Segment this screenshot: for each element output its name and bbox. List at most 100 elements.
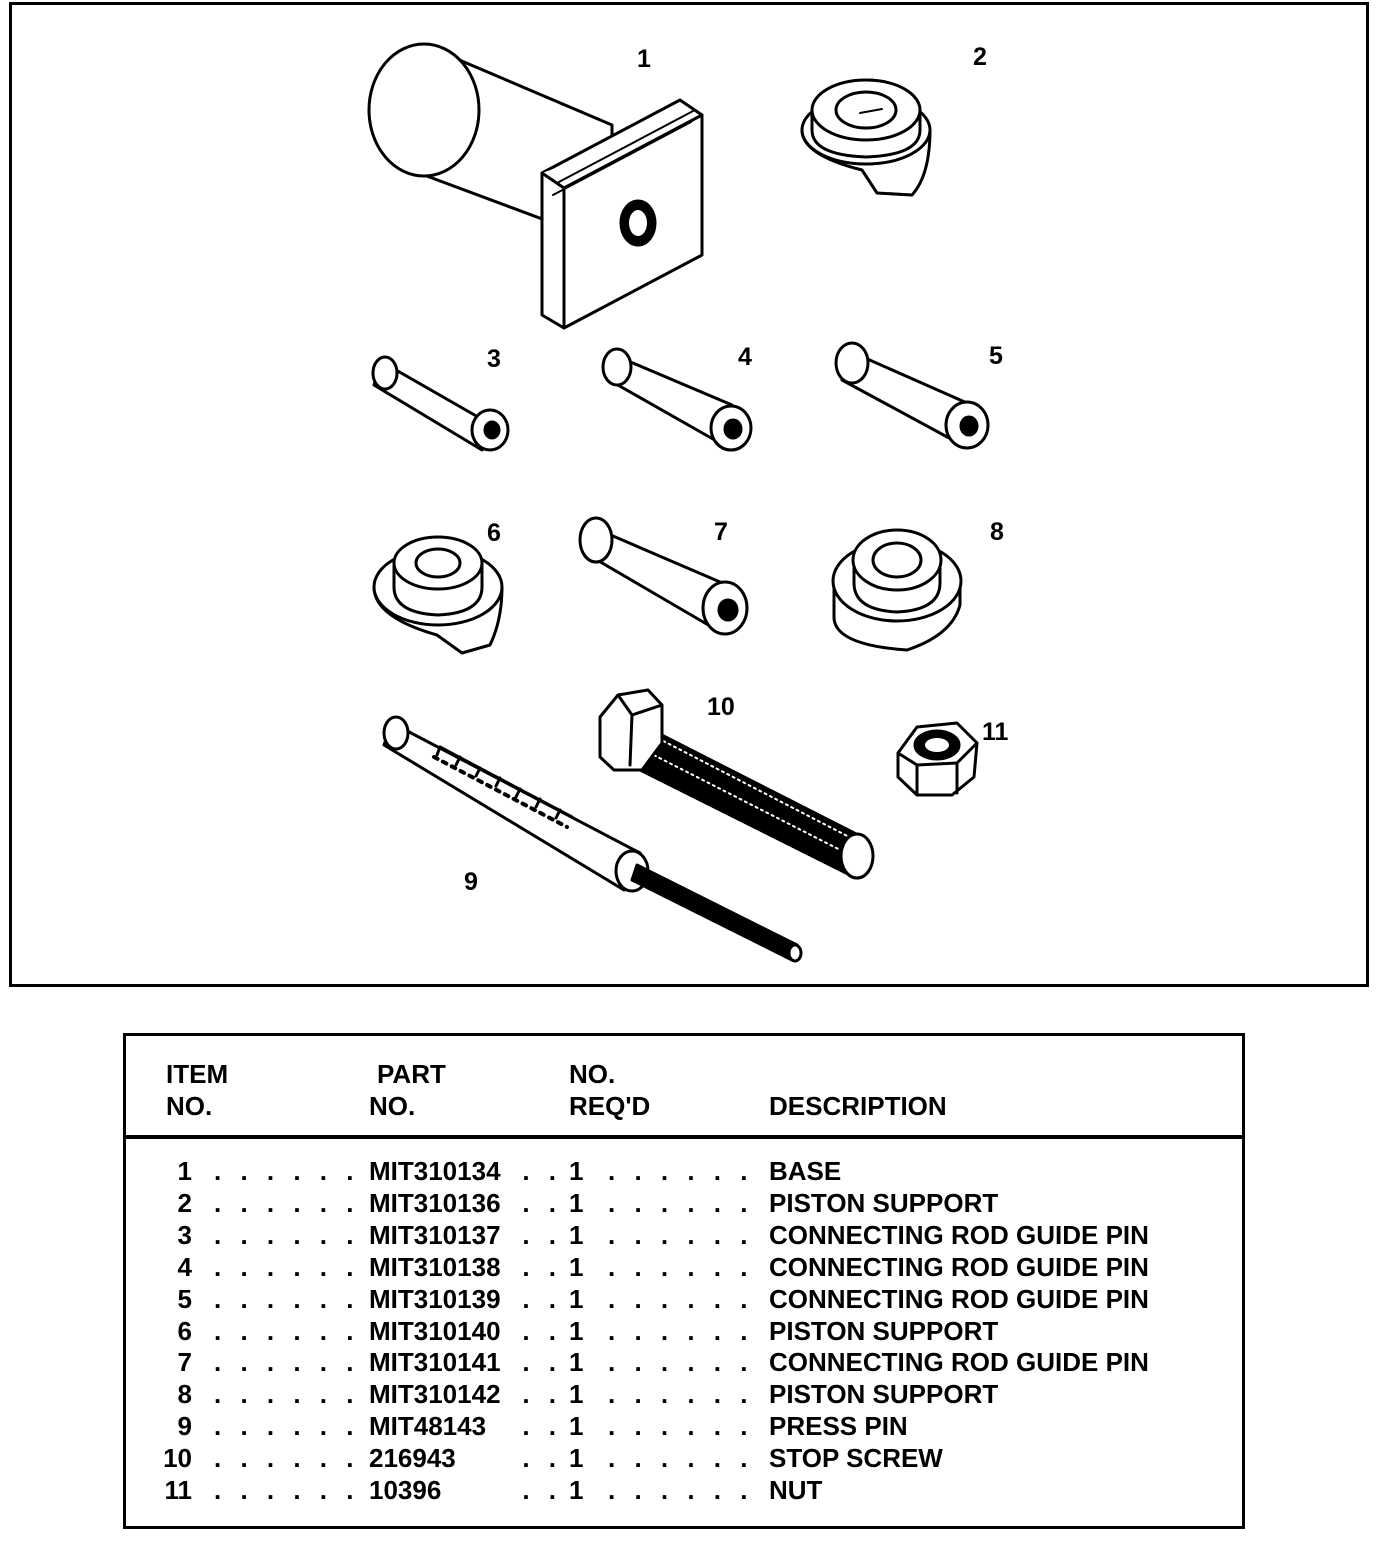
part-no-cell: MIT310139 [369, 1283, 501, 1314]
callout-3: 3 [487, 345, 501, 373]
table-row: 1 . . . . . . . . . . . . . MIT310134 . . .… [126, 1155, 1242, 1187]
part-no-cell: MIT310136 [369, 1187, 501, 1218]
leader-dots: . . . . . . . . . . . . . [608, 1219, 758, 1250]
part-no-cell: MIT310140 [369, 1315, 501, 1346]
table-row: 10. . . . . . . . . . . . .216943. . . .… [126, 1442, 1242, 1474]
item-no-cell: 1 [177, 1156, 192, 1186]
press-pin-drawing [382, 715, 803, 963]
item-no-cell: 2 [177, 1187, 192, 1218]
guide-pin-4-drawing [601, 347, 753, 452]
item-no-cell: 4 [177, 1251, 192, 1282]
qty-cell: 1 [569, 1475, 584, 1505]
header-qty-line1: NO. [569, 1059, 616, 1089]
header-description: DESCRIPTION [769, 1091, 947, 1121]
qty-cell: 1 [569, 1379, 584, 1410]
parts-drawing [367, 42, 990, 963]
description-cell: PISTON SUPPORT [769, 1379, 999, 1410]
part-no-cell: MIT310142 [369, 1379, 501, 1410]
item-no-cell: 6 [177, 1315, 192, 1346]
leader-dots: . . . . . . . . . . . . . [214, 1315, 364, 1346]
leader-dots: . . . . . . . . . . . . . [608, 1156, 758, 1186]
part-no-cell: MIT310141 [369, 1347, 501, 1378]
nut-drawing [896, 721, 979, 797]
header-divider [126, 1135, 1242, 1139]
part-no-cell: 216943 [369, 1443, 456, 1474]
table-row: 3. . . . . . . . . . . . .MIT310137. . .… [126, 1219, 1242, 1251]
header-item-line1: ITEM [166, 1059, 229, 1089]
header-qty-line2: REQ'D [569, 1091, 651, 1121]
description-cell: CONNECTING ROD GUIDE PIN [769, 1219, 1149, 1250]
description-cell: PISTON SUPPORT [769, 1187, 999, 1218]
leader-dots: . . . . . . . . . . . . . [214, 1443, 364, 1474]
callout-1: 1 [637, 45, 651, 73]
qty-cell: 1 [569, 1443, 584, 1474]
callout-6: 6 [487, 519, 501, 547]
part-no-cell: MIT310134 [369, 1156, 501, 1186]
leader-dots: . . . . . . [524, 1347, 562, 1378]
description-cell: CONNECTING ROD GUIDE PIN [769, 1283, 1149, 1314]
item-no-cell: 8 [177, 1379, 192, 1410]
item-no-cell: 9 [177, 1411, 192, 1442]
table-row: 8. . . . . . . . . . . . .MIT310142. . .… [126, 1378, 1242, 1410]
part-no-cell: MIT48143 [369, 1411, 487, 1442]
leader-dots: . . . . . . . . . . . . . [608, 1411, 758, 1442]
qty-cell: 1 [569, 1251, 584, 1282]
callout-10: 10 [707, 693, 735, 721]
callout-8: 8 [990, 518, 1004, 546]
leader-dots: . . . . . . [524, 1219, 562, 1250]
description-cell: PRESS PIN [769, 1411, 908, 1442]
leader-dots: . . . . . . [524, 1411, 562, 1442]
header-item-line2: NO. [166, 1091, 213, 1121]
description-cell: CONNECTING ROD GUIDE PIN [769, 1251, 1149, 1282]
table-row: 11. . . . . . . . . . . . .10396. . . . … [126, 1474, 1242, 1506]
table-row: 5. . . . . . . . . . . . .MIT310139. . .… [126, 1283, 1242, 1315]
piston-support-8-drawing [831, 528, 963, 652]
item-no-cell: 5 [177, 1283, 192, 1314]
header-part-no: PART NO. [369, 1058, 446, 1122]
table-row: 2. . . . . . . . . . . . .MIT310136. . .… [126, 1187, 1242, 1219]
description-cell: BASE [769, 1156, 842, 1186]
qty-cell: 1 [569, 1219, 584, 1250]
header-item-no: ITEM NO. [166, 1058, 228, 1122]
leader-dots: . . . . . . . . . . . . . [608, 1379, 758, 1410]
leader-dots: . . . . . . . . . . . . . [214, 1283, 364, 1314]
leader-dots: . . . . . . [524, 1379, 562, 1410]
leader-dots: . . . . . . . . . . . . . [214, 1379, 364, 1410]
leader-dots: . . . . . . . . . . . . . [214, 1187, 364, 1218]
guide-pin-3-drawing [371, 355, 510, 452]
qty-cell: 1 [569, 1156, 584, 1186]
leader-dots: . . . . . . . . . . . . . [608, 1283, 758, 1314]
qty-cell: 1 [569, 1411, 584, 1442]
table-row: 4. . . . . . . . . . . . .MIT310138. . .… [126, 1251, 1242, 1283]
leader-dots: . . . . . . [524, 1283, 562, 1314]
qty-cell: 1 [569, 1187, 584, 1218]
part-no-cell: MIT310137 [369, 1219, 501, 1250]
leader-dots: . . . . . . . . . . . . . [608, 1187, 758, 1218]
table-row: 6. . . . . . . . . . . . .MIT310140. . .… [126, 1315, 1242, 1347]
table-row: 7. . . . . . . . . . . . .MIT310141. . .… [126, 1346, 1242, 1378]
leader-dots: . . . . . . . . . . . . . [214, 1475, 364, 1505]
description-cell: PISTON SUPPORT [769, 1315, 999, 1346]
leader-dots: . . . . . . [524, 1475, 562, 1505]
leader-dots: . . . . . . . . . . . . . [608, 1251, 758, 1282]
stop-screw-drawing [598, 688, 875, 880]
leader-dots: . . . . . . [524, 1156, 562, 1186]
leader-dots: . . . . . . . . . . . . . [214, 1411, 364, 1442]
leader-dots: . . . . . . . . . . . . . [608, 1443, 758, 1474]
leader-dots: . . . . . . . . . . . . . [214, 1347, 364, 1378]
leader-dots: . . . . . . [524, 1251, 562, 1282]
callout-2: 2 [973, 43, 987, 71]
leader-dots: . . . . . . . . . . . . . [608, 1347, 758, 1378]
piston-support-6-drawing [372, 535, 504, 655]
parts-illustration: 1 2 3 4 5 6 7 8 9 10 11 [9, 2, 1369, 987]
leader-dots: . . . . . . . . . . . . . [214, 1219, 364, 1250]
callout-11: 11 [982, 718, 1009, 746]
callout-7: 7 [714, 518, 728, 546]
item-no-cell: 7 [177, 1347, 192, 1378]
header-part-line1: PART [377, 1059, 446, 1089]
base-part-drawing [367, 42, 704, 330]
item-no-cell: 10 [163, 1443, 192, 1474]
leader-dots: . . . . . . . . . . . . . [608, 1315, 758, 1346]
table-row: 9. . . . . . . . . . . . .MIT48143. . . … [126, 1410, 1242, 1442]
header-qty: NO. REQ'D [569, 1058, 650, 1122]
